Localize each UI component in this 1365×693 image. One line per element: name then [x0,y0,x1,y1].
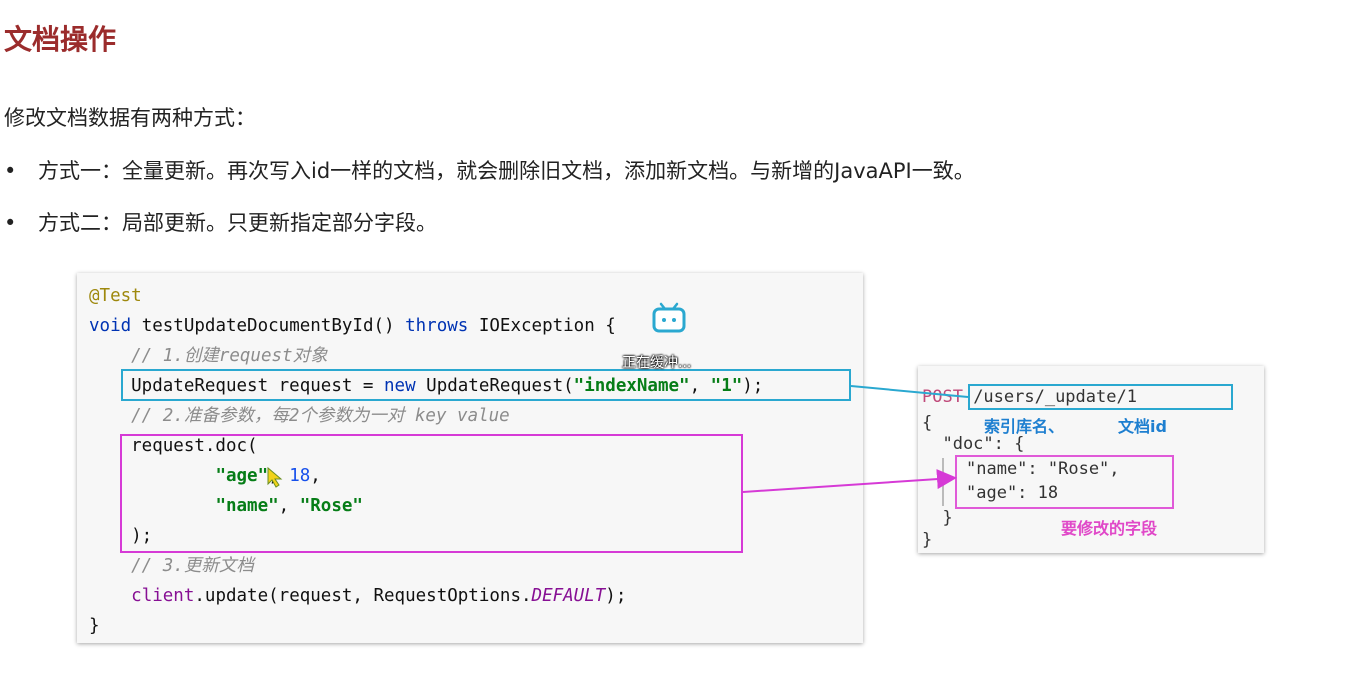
update-request-highlight [121,369,851,401]
code-block: @Test void testUpdateDocumentById() thro… [77,273,763,693]
intro-text: 修改文档数据有两种方式： [4,106,256,130]
doc-id-label: 文档id [1118,417,1167,436]
tv-icon [652,302,686,333]
url-highlight [968,384,1233,410]
bullet-symbol: • [4,159,17,183]
code-comment: // 1.创建request对象 [89,346,328,366]
bullet-item-full-update: • 方式一：全量更新。再次写入id一样的文档，就会删除旧文档，添加新文档。与新增的… [4,155,975,185]
json-inner-close: } [922,508,953,528]
code-comment: // 2.准备参数，每2个参数为一对 key value [89,406,510,426]
code-comment: // 3.更新文档 [89,556,254,576]
code-line: request.doc( [89,436,258,456]
rest-request-panel [918,366,1264,553]
fields-to-modify-label: 要修改的字段 [1061,519,1158,538]
code-line: "name", "Rose" [215,496,363,516]
json-open-brace: { [922,413,933,433]
json-close-brace: } [922,530,933,550]
doc-params-highlight [120,434,743,553]
code-line: @Test [89,286,142,306]
page-title: 文档操作 [4,23,117,56]
bullet-symbol: • [4,211,17,235]
json-name-line: "name": "Rose", [966,459,1120,479]
code-line: void testUpdateDocumentById() throws IOE… [89,316,616,336]
buffering-indicator: 正在缓冲... [622,355,692,371]
rest-request-line: POST /users/_update/1 [922,387,1137,407]
bullet-text: 方式二：局部更新。只更新指定部分字段。 [38,211,437,235]
bullet-item-partial-update: • 方式二：局部更新。只更新指定部分字段。 [4,207,437,237]
json-age-line: "age": 18 [966,483,1059,503]
code-panel: @Test void testUpdateDocumentById() thro… [77,273,863,643]
json-doc-line: "doc": { [922,434,1025,454]
index-name-label: 索引库名、 [984,417,1065,436]
code-line: ); [89,526,153,546]
code-line: client.update(request, RequestOptions.DE… [131,586,627,606]
bullet-text: 方式一：全量更新。再次写入id一样的文档，就会删除旧文档，添加新文档。与新增的J… [38,159,975,183]
code-line: UpdateRequest request = new UpdateReques… [89,376,764,396]
indent-guide [942,458,944,506]
code-line: } [89,616,100,636]
